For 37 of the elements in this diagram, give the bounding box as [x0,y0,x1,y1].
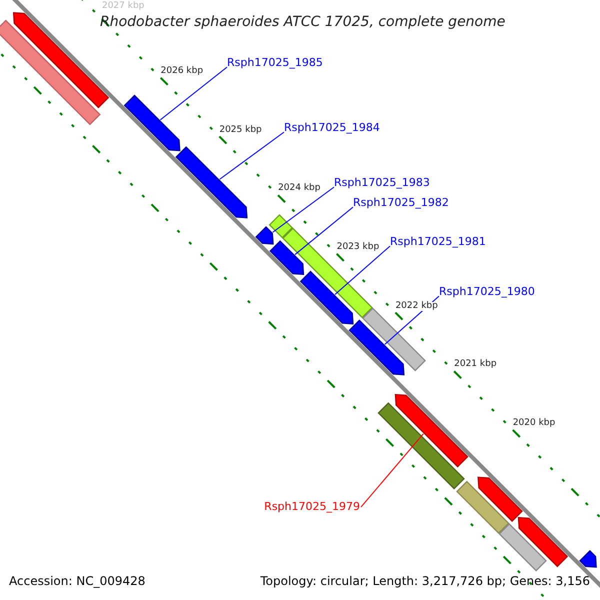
accession-text: Accession: NC_009428 [9,575,146,588]
leader-line [272,186,334,233]
gene-bar [378,402,465,490]
gene-symbol [579,550,597,568]
gene-bar [498,523,547,572]
gene-label: Rsph17025_1981 [390,236,486,248]
leader-line [334,246,390,295]
gene-symbol [348,319,405,376]
scale-label: 2023 kbp [336,242,380,253]
leader-line [219,132,284,180]
gene-bar [456,480,510,534]
gene-symbol [124,94,180,152]
gene-symbol [518,516,568,568]
gene-label: Rsph17025_1982 [353,197,449,210]
leader-line [160,66,228,120]
gene-symbol [394,394,468,468]
scale-label: 2022 kbp [395,302,438,312]
gene-symbol [175,146,248,218]
genome-info-text: Topology: circular; Length: 3,217,726 bp; Genes: 3,156 [260,575,590,588]
gene-label: Rsph17025_1979 [264,501,360,514]
scale-label: 2024 kbp [278,184,320,194]
gene-symbol [255,226,274,245]
gene-label: Rsph17025_1985 [227,57,323,70]
scale-label: 2026 kbp [160,66,204,77]
gene-bar [0,20,101,126]
gene-symbol [269,240,304,275]
scale-label: 2025 kbp [219,126,262,136]
gene-label: Rsph17025_1984 [284,122,380,134]
scale-label: 2021 kbp [454,360,497,370]
gene-label: Rsph17025_1983 [334,177,430,190]
gene-label: Rsph17025_1980 [439,286,535,298]
gene-symbol [300,270,354,324]
scale-label: 2027 kbp [102,2,144,12]
leader-line [360,433,424,508]
scale-label: 2020 kbp [512,418,556,429]
gene-symbol [478,476,523,522]
leader-line [294,206,354,256]
